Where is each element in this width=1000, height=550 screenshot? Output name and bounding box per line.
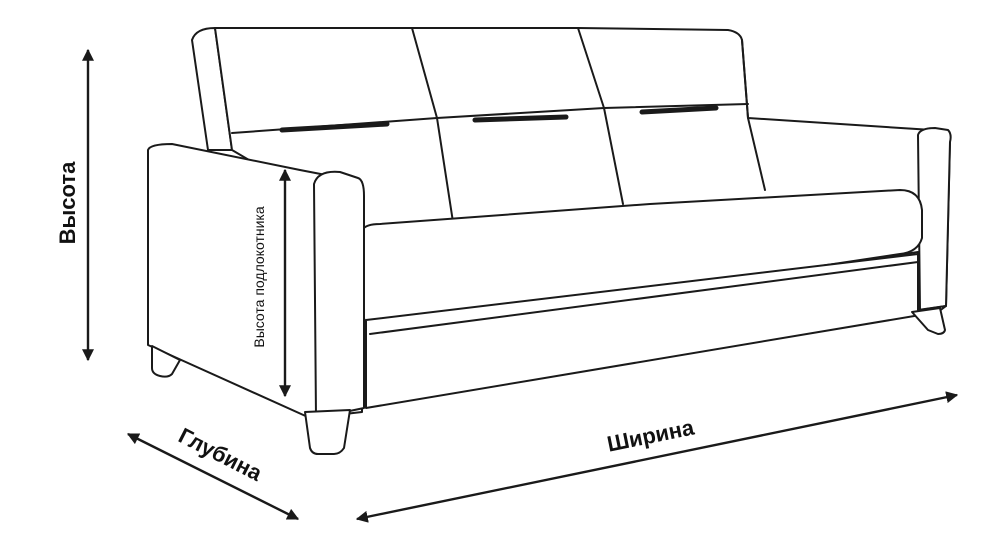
dimension-arrows (82, 48, 959, 523)
depth-label: Глубина (175, 423, 267, 486)
left-armrest-front (313, 170, 365, 419)
armrest-height-label: Высота подлокотника (251, 206, 267, 347)
right-leg (911, 307, 946, 335)
sofa-drawing (147, 27, 952, 455)
backrest-handle-3 (639, 105, 719, 115)
backrest-handle-2 (472, 114, 569, 123)
depth-arrow (126, 432, 300, 521)
front-left-leg (304, 409, 351, 455)
base-top-edge (369, 261, 919, 335)
width-arrow (355, 391, 959, 523)
backrest-handle-1 (279, 121, 390, 133)
backrest-seam-3 (741, 39, 766, 191)
width-label: Ширина (605, 414, 697, 456)
back-left-leg (151, 345, 181, 378)
right-armrest (917, 127, 952, 311)
height-label: Высота (55, 161, 80, 245)
